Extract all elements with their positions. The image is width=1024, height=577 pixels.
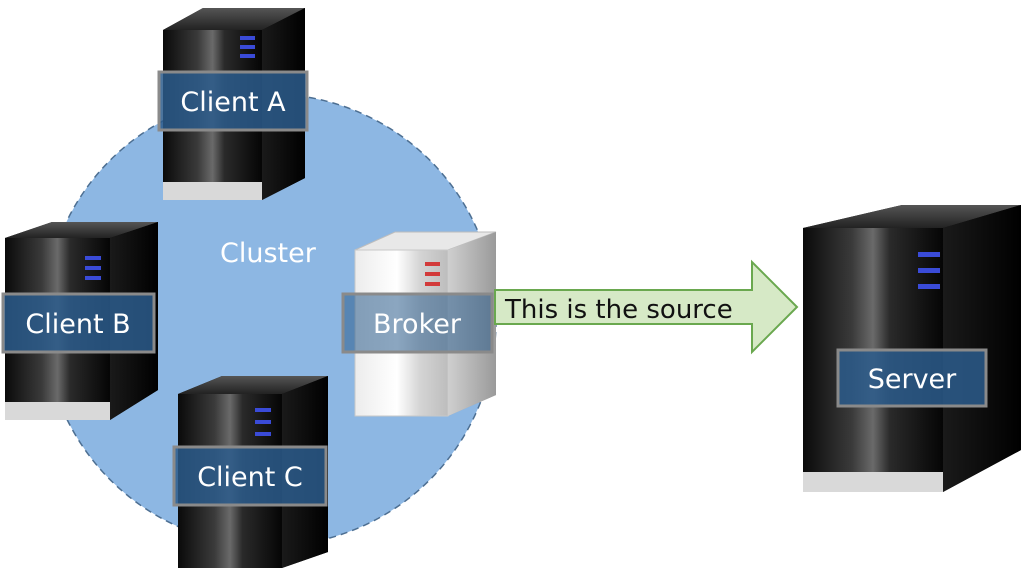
indicator-lights-icon <box>918 252 940 289</box>
client-c-label: Client C <box>172 445 328 507</box>
arrow-label: This is the source <box>504 295 733 325</box>
client-b-text: Client B <box>25 309 130 340</box>
client-a-label: Client A <box>157 70 309 132</box>
client-c-text: Client C <box>197 462 303 493</box>
broker-text: Broker <box>373 309 462 340</box>
broker-label: Broker <box>341 292 494 354</box>
indicator-lights-icon <box>85 256 101 280</box>
client-b-label: Client B <box>1 292 156 354</box>
indicator-lights-icon <box>240 36 255 58</box>
main-server <box>803 205 1021 492</box>
cluster-label: Cluster <box>220 238 317 269</box>
indicator-lights-icon <box>255 408 271 436</box>
source-arrow: This is the source <box>494 259 799 355</box>
server-label: Server <box>836 348 988 408</box>
client-a-text: Client A <box>180 87 286 118</box>
indicator-lights-icon <box>425 262 440 286</box>
server-text: Server <box>868 364 957 395</box>
